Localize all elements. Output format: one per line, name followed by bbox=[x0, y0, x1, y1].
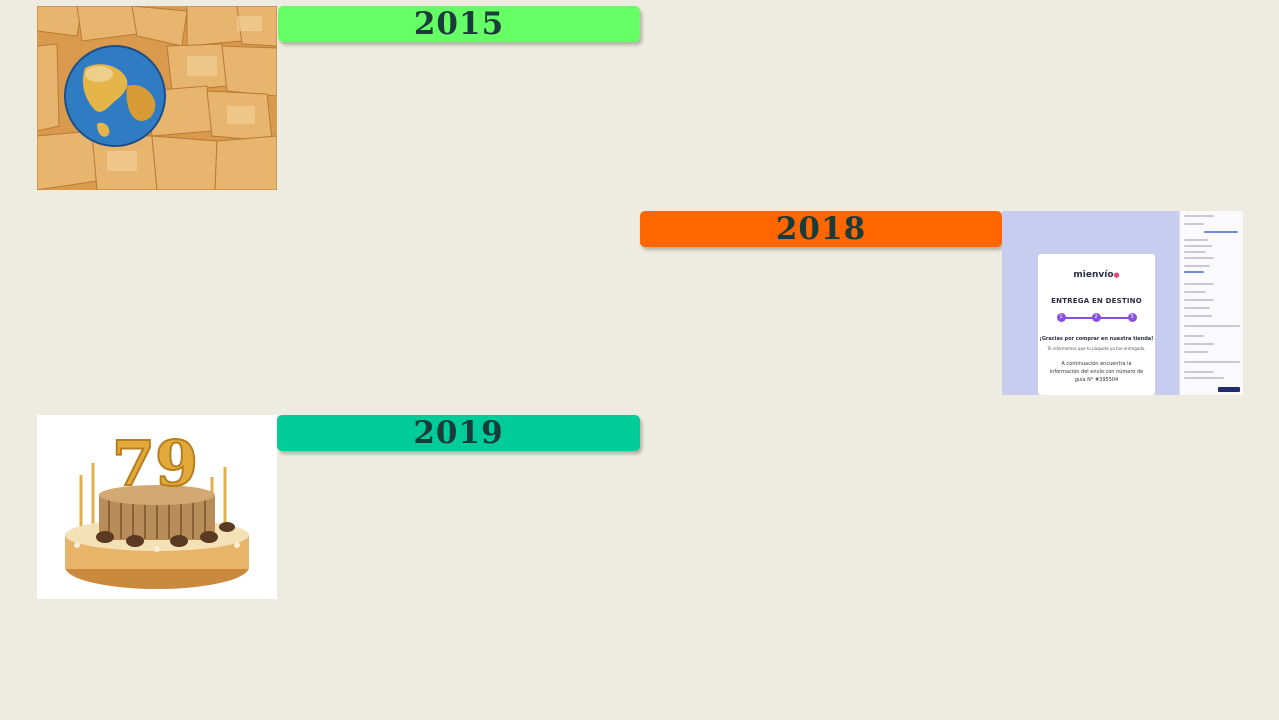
cake-illustration: 79 bbox=[65, 426, 249, 589]
year-label-2018: 2018 bbox=[640, 211, 1002, 247]
email-headline: ENTREGA EN DESTINO bbox=[1051, 297, 1142, 305]
side-panel bbox=[1179, 211, 1243, 395]
delivery-email-card: mienvío● ENTREGA EN DESTINO 1 2 3 ¡Graci… bbox=[1038, 254, 1155, 395]
thanks-text: ¡Gracias por comprar en nuestra tienda! bbox=[1039, 336, 1154, 342]
inform-text: Te informamos que tu paquete ya fue entr… bbox=[1047, 346, 1146, 351]
birthday-cake-image: 79 bbox=[37, 415, 277, 599]
step-2: 2 bbox=[1091, 313, 1101, 322]
boxes-globe-image bbox=[37, 6, 277, 190]
step-1: 1 bbox=[1056, 313, 1066, 322]
boxes-globe-illustration bbox=[37, 6, 277, 190]
delivery-email-screenshot: mienvío● ENTREGA EN DESTINO 1 2 3 ¡Graci… bbox=[1002, 211, 1243, 395]
progress-steps: 1 2 3 bbox=[1056, 313, 1137, 323]
panel-submit-button bbox=[1218, 387, 1240, 392]
year-label-2015: 2015 bbox=[278, 6, 640, 42]
year-label-2019: 2019 bbox=[277, 415, 640, 451]
location-pin-icon: ● bbox=[1113, 271, 1120, 279]
cake-number-candles: 79 bbox=[112, 427, 198, 500]
continuation-text: A continuación encuentra la información … bbox=[1049, 361, 1144, 383]
step-3: 3 bbox=[1127, 313, 1137, 322]
brand-logo: mienvío● bbox=[1073, 270, 1120, 280]
